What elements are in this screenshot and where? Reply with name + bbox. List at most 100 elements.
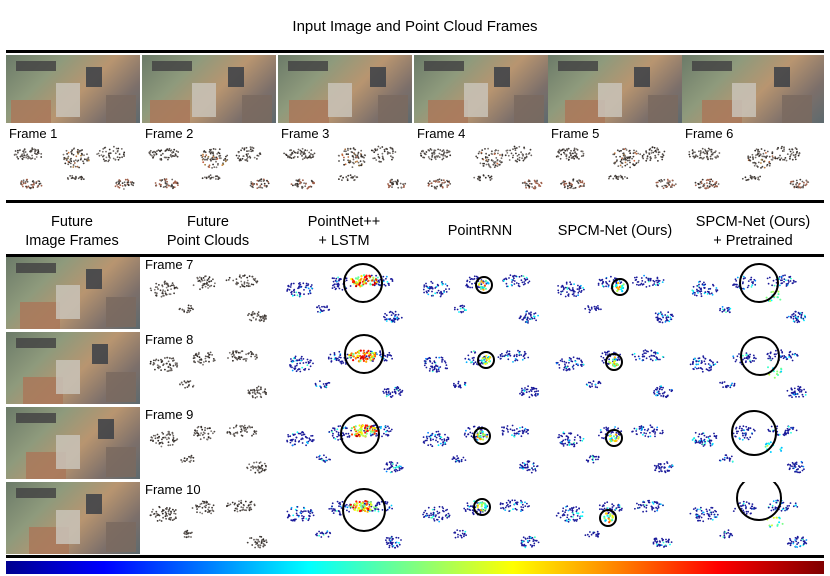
cloud-point [692, 155, 695, 158]
cloud-point [792, 391, 795, 394]
cloud-point [637, 152, 639, 155]
cloud-point [22, 150, 25, 153]
cloud-point [785, 159, 788, 162]
cloud-point [654, 149, 657, 152]
cloud-point [286, 290, 288, 292]
cloud-point [372, 157, 375, 160]
cloud-point [159, 179, 161, 181]
cloud-point [654, 351, 656, 354]
cloud-point [290, 360, 293, 363]
cloud-point [746, 353, 748, 356]
cloud-point [477, 178, 480, 180]
cloud-point [239, 426, 242, 428]
cloud-point [650, 354, 653, 357]
cloud-point [658, 467, 661, 470]
cloud-point [664, 470, 666, 472]
cloud-point [200, 432, 202, 434]
cloud-point [239, 158, 242, 161]
cloud-point [309, 156, 311, 159]
cloud-point [172, 437, 175, 439]
cloud-point [116, 184, 118, 186]
cloud-point [235, 357, 238, 359]
cloud-point [361, 432, 364, 435]
highlight-circle [611, 278, 629, 296]
cloud-point [434, 435, 436, 438]
cloud-point [747, 280, 750, 282]
cloud-point [793, 185, 796, 188]
cloud-point [304, 153, 306, 155]
cloud-point [352, 359, 355, 362]
cloud-point [433, 155, 436, 158]
cloud-point [362, 359, 365, 362]
cloud-point [653, 283, 656, 285]
cloud-point [700, 440, 702, 443]
cloud-point [691, 149, 694, 151]
cloud-point [457, 382, 460, 385]
cloud-point [494, 149, 497, 152]
cloud-point [481, 157, 484, 160]
cloud-point [250, 181, 253, 183]
header-line: + Pretrained [713, 233, 793, 249]
cloud-point [245, 146, 248, 149]
cloud-point [698, 283, 700, 286]
cloud-point [754, 156, 757, 159]
cloud-point [351, 176, 353, 178]
cloud-point [714, 363, 717, 365]
cloud-point [435, 430, 438, 433]
cloud-point [391, 280, 394, 282]
cloud-point [476, 156, 479, 159]
cloud-point [341, 432, 344, 434]
cloud-point [390, 464, 393, 467]
cloud-point [362, 352, 365, 355]
cloud-point [375, 281, 378, 284]
cloud-point [575, 363, 578, 366]
cloud-point [512, 279, 514, 282]
cloud-point [629, 161, 631, 164]
cloud-point [593, 305, 596, 308]
cloud-point [431, 366, 434, 369]
cloud-point [228, 351, 231, 354]
cloud-point [174, 364, 177, 366]
cloud-point [656, 428, 658, 431]
cloud-point [357, 151, 360, 154]
cloud-point [229, 427, 231, 429]
cloud-point [207, 287, 209, 289]
cloud-point [700, 295, 703, 298]
cloud-point [298, 282, 300, 285]
cloud-point [791, 353, 794, 356]
cloud-point [473, 350, 475, 353]
cloud-point [614, 174, 617, 177]
cloud-point [780, 370, 783, 373]
cloud-point [444, 181, 446, 184]
cloud-point [692, 360, 694, 363]
cloud-point [264, 391, 266, 393]
cloud-point [198, 279, 201, 282]
cloud-point [783, 355, 786, 357]
cloud-point [167, 184, 170, 187]
cloud-point [190, 305, 192, 307]
scene-object [192, 83, 216, 117]
cloud-point [239, 286, 242, 288]
cloud-point [165, 183, 168, 185]
cloud-point [709, 293, 711, 295]
cloud-point [352, 158, 355, 161]
cloud-point [614, 426, 616, 428]
predicted-point-cloud [682, 407, 824, 479]
cloud-point [586, 384, 589, 386]
cloud-point [381, 155, 384, 158]
cloud-point [338, 278, 341, 280]
cloud-point [72, 164, 75, 166]
cloud-point [152, 434, 155, 437]
cloud-point [423, 291, 425, 294]
cloud-point [780, 277, 783, 279]
cloud-point [70, 160, 73, 163]
cloud-point [624, 176, 626, 178]
cloud-point [525, 391, 528, 394]
cloud-point [518, 156, 521, 159]
cloud-point [530, 390, 533, 392]
cloud-point [789, 394, 792, 397]
cloud-point [117, 158, 120, 161]
future-point-cloud: Frame 8 [142, 332, 276, 404]
cloud-point [383, 148, 386, 151]
cloud-point [525, 183, 527, 185]
